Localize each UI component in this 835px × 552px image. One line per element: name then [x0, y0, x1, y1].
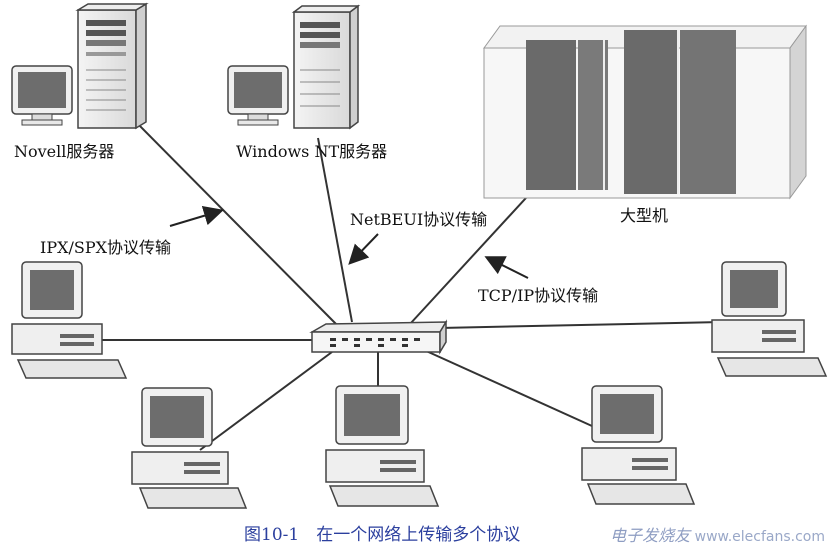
- cable-novell: [131, 117, 339, 327]
- ipx-arrow: [169, 206, 224, 227]
- network-cables: [100, 117, 723, 451]
- cable-right-pc: [439, 321, 723, 329]
- mainframe: [483, 24, 807, 200]
- novell-server: [11, 2, 149, 130]
- windows-nt-server-label: Windows NT服务器: [236, 142, 388, 161]
- mainframe-label: 大型机: [620, 206, 669, 225]
- watermark-url: www.elecfans.com: [694, 529, 825, 545]
- cable-bottom-left-pc: [199, 351, 333, 451]
- cable-windows-nt: [317, 137, 353, 323]
- pc-bottom-center: [325, 385, 440, 507]
- netbeui-label: NetBEUI协议传输: [350, 210, 488, 229]
- windows-nt-server: [227, 4, 361, 130]
- novell-server-label: Novell服务器: [14, 142, 115, 161]
- tcp-ip-label: TCP/IP协议传输: [478, 286, 599, 305]
- pc-bottom-left: [131, 387, 248, 509]
- pc-right: [711, 261, 828, 377]
- hub: [309, 319, 448, 355]
- protocol-arrows: [169, 206, 529, 279]
- cable-mainframe: [409, 173, 549, 325]
- tcpip-arrow: [484, 256, 529, 279]
- netbeui-arrow: [348, 233, 379, 265]
- cable-bottom-right-pc: [423, 349, 593, 427]
- watermark: 电子发烧友 www.elecfans.com: [610, 522, 825, 546]
- pc-bottom-right: [581, 385, 696, 505]
- ipx-spx-label: IPX/SPX协议传输: [40, 238, 171, 257]
- pc-left: [11, 261, 128, 379]
- figure-caption: 图10-1 在一个网络上传输多个协议: [244, 525, 521, 545]
- watermark-brand: 电子发烧友: [610, 526, 691, 545]
